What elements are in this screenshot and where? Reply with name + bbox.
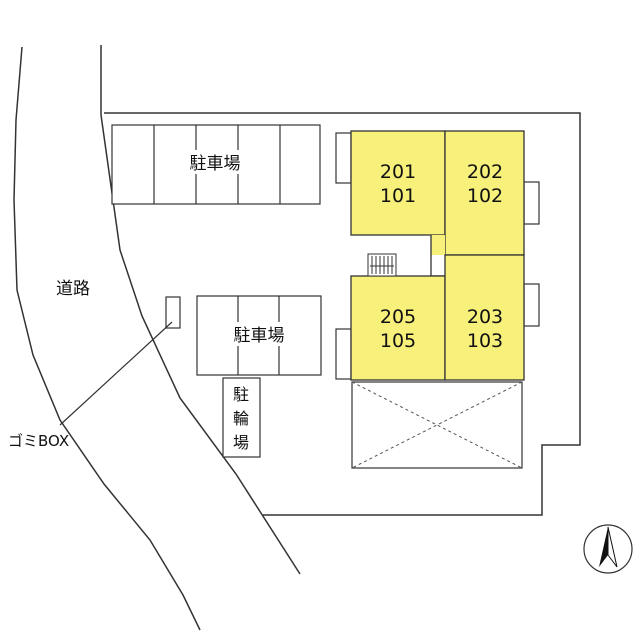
garbage-box	[165, 296, 181, 329]
bicycle-label-char: 輪	[233, 409, 249, 428]
road-left-edge	[13, 46, 201, 631]
unit-upper-number: 202	[467, 161, 503, 183]
balcony	[335, 328, 352, 380]
open-area-box	[351, 381, 523, 469]
staircase-icon	[367, 253, 397, 277]
unit-202-102	[444, 130, 525, 256]
apartment-building: 201 101 202 102 205 105 203 103	[350, 130, 525, 381]
bicycle-label-char: 場	[233, 433, 249, 452]
bicycle-parking: 駐 輪 場	[222, 377, 261, 458]
hallway	[431, 235, 445, 255]
road-label: 道路	[56, 279, 90, 299]
unit-lower-number: 103	[467, 330, 503, 352]
parking-mid-label: 駐車場	[234, 326, 285, 346]
unit-upper-number: 205	[380, 306, 416, 328]
north-arrow-icon	[583, 524, 633, 574]
unit-lower-number: 101	[380, 185, 416, 207]
unit-upper-number: 201	[380, 161, 416, 183]
road-right-edge	[100, 45, 301, 575]
balconies	[335, 132, 540, 380]
unit-205-105	[350, 275, 446, 381]
unit-lower-number: 105	[380, 330, 416, 352]
unit-201-101	[350, 130, 446, 236]
unit-upper-number: 203	[467, 306, 503, 328]
road-edges	[13, 45, 301, 631]
unit-203-103	[444, 254, 525, 381]
bicycle-parking-area	[222, 377, 261, 458]
open-area	[351, 381, 523, 469]
parking-mid: 駐車場	[196, 295, 322, 376]
open-area-cross	[351, 381, 523, 469]
balcony	[523, 181, 540, 225]
balcony	[335, 132, 352, 184]
balcony	[523, 283, 540, 327]
parking-top: 駐車場	[111, 124, 321, 205]
parking-top-label: 駐車場	[190, 154, 241, 174]
open-area-cross	[351, 381, 523, 469]
site-boundary	[104, 112, 581, 516]
bicycle-label-char: 駐	[233, 385, 249, 404]
garbage-leader-line	[59, 321, 173, 426]
unit-lower-number: 102	[467, 185, 503, 207]
garbage-label: ゴミBOX	[8, 432, 69, 450]
